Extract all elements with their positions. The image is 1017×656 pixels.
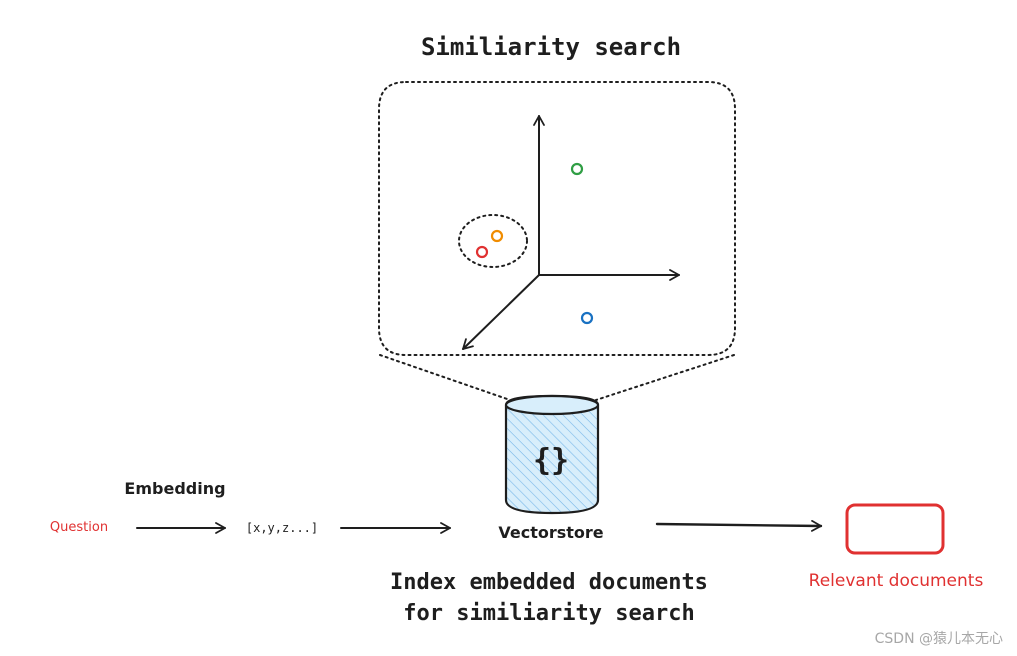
similarity-space-dotted-box [378,81,736,356]
vectorstore-to-relevant-documents-arrow [655,519,823,532]
blue-embedding-point [580,311,594,325]
embedding-vector-label: [x,y,z...] [246,521,318,535]
vectorstore-cylinder-top [504,394,600,416]
diagram-caption-line-1: Index embedded documents [390,570,708,595]
red-embedding-point [475,245,489,259]
watermark-text: CSDN @猿儿本无心 [875,631,1003,647]
green-embedding-point [570,162,584,176]
embedding-label: Embedding [124,479,225,498]
orange-embedding-point [490,229,504,243]
question-label: Question [50,520,108,535]
zoom-connector-right [595,354,735,401]
zoom-connector-left [379,354,511,401]
vectorstore-label: Vectorstore [498,523,603,542]
diagram-title: Similiarity search [421,33,681,61]
similar-points-dotted-cluster [458,214,528,268]
three-d-axes [462,115,680,350]
vectorstore-braces-icon: {} [533,443,569,478]
depth-axis-arrow [462,274,540,350]
relevant-documents-label: Relevant documents [809,571,984,591]
vectorstore-cylinder: {} [504,394,600,515]
relevant-documents-box [845,503,945,555]
diagram-caption-line-2: for similiarity search [403,601,694,626]
